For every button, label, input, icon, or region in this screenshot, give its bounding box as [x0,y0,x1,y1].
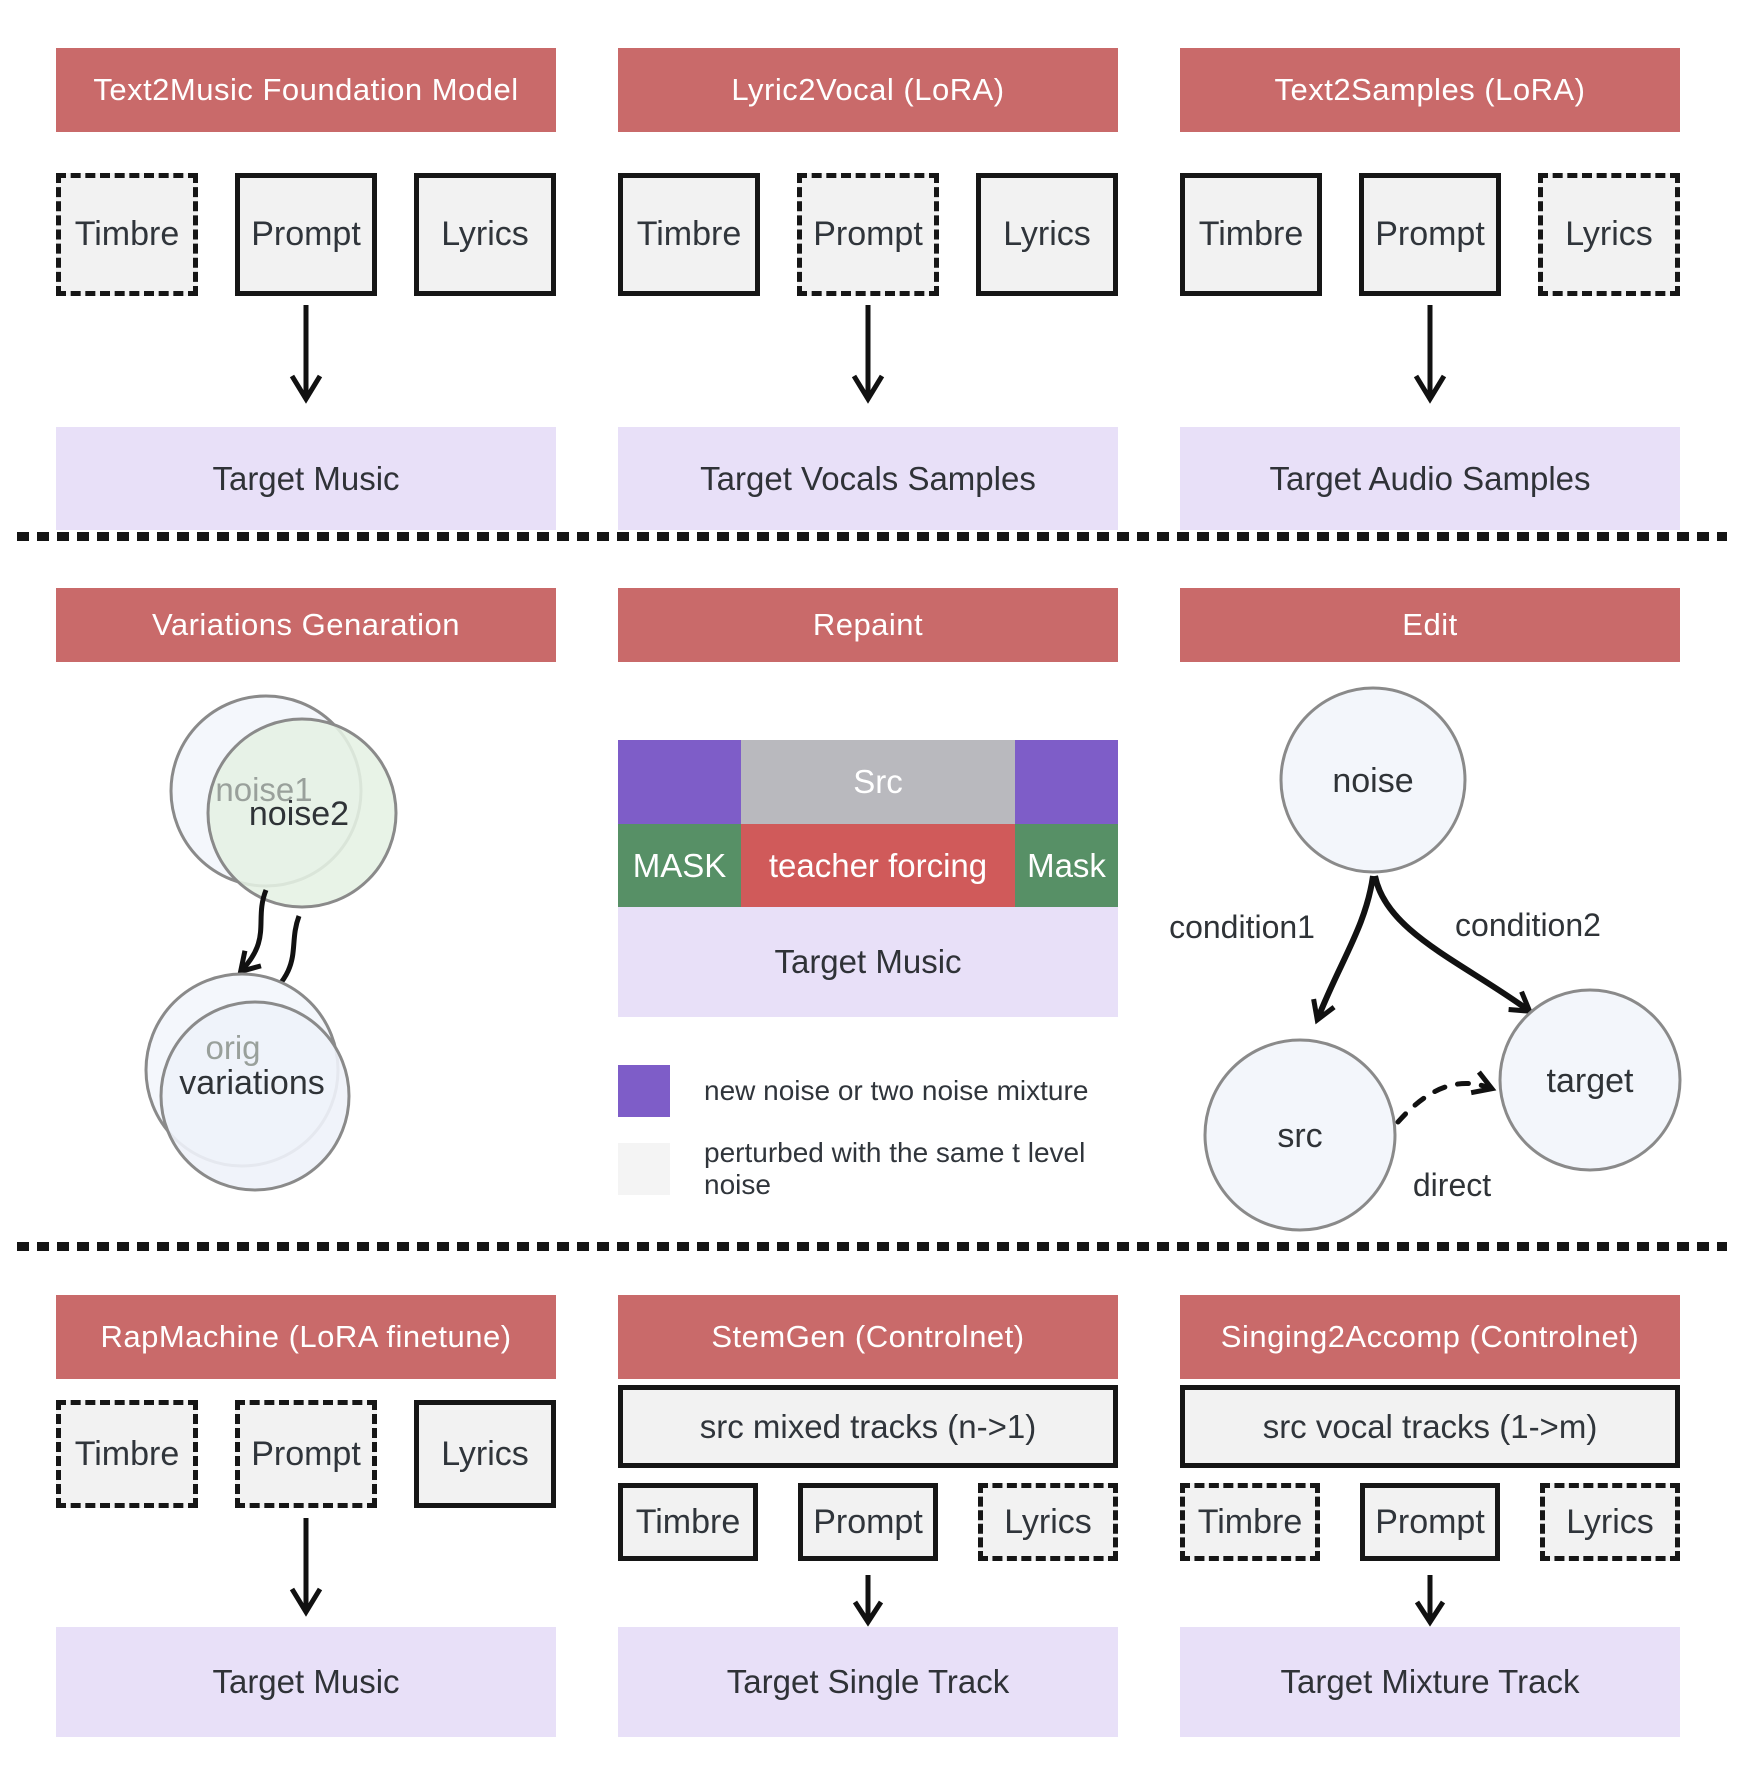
input-boxes: Timbre Prompt Lyrics [1180,173,1680,296]
mask-block-right: Mask [1015,824,1118,907]
src-circle [1203,1038,1397,1232]
target-box-audio-samples: Target Audio Samples [1180,427,1680,530]
panel-variations: Variations Genaration noise1 noise2 orig… [56,588,556,1244]
panel-repaint: Repaint Src MASK teacher forcing Mask Ta… [618,588,1118,1244]
light-swatch-icon [618,1143,670,1195]
repaint-legend: new noise or two noise mixture perturbed… [618,1065,1118,1201]
dashed-separator-top [17,532,1727,541]
input-box-timbre: Timbre [618,173,760,296]
target-label: target [1547,1062,1634,1100]
condition2-arrow-icon [1372,875,1534,1014]
direct-arrow-icon [1395,1070,1497,1125]
input-box-prompt: Prompt [235,173,377,296]
input-box-lyrics: Lyrics [978,1483,1118,1561]
target-box-mixture-track: Target Mixture Track [1180,1627,1680,1737]
input-boxes: Timbre Prompt Lyrics [618,173,1118,296]
target-box-single-track: Target Single Track [618,1627,1118,1737]
noise1-label: noise1 [215,771,312,808]
input-boxes: Timbre Prompt Lyrics [56,1400,556,1508]
teacher-forcing-block: teacher forcing [741,824,1015,907]
input-box-lyrics: Lyrics [1540,1483,1680,1561]
row-applications: RapMachine (LoRA finetune) Timbre Prompt… [56,1295,1680,1737]
src-label: src [1277,1117,1322,1155]
target-circle [1498,988,1682,1172]
noise-block-left [618,740,741,824]
input-box-prompt: Prompt [1359,173,1501,296]
panel-rapmachine: RapMachine (LoRA finetune) Timbre Prompt… [56,1295,556,1737]
input-box-prompt: Prompt [797,173,939,296]
legend-label: new noise or two noise mixture [704,1075,1089,1106]
input-boxes: Timbre Prompt Lyrics [56,173,556,296]
input-box-prompt: Prompt [798,1483,938,1561]
panel-title-lyric2vocal: Lyric2Vocal (LoRA) [618,48,1118,132]
noise2-circle [206,717,398,909]
panel-text2samples: Text2Samples (LoRA) Timbre Prompt Lyrics… [1180,48,1680,530]
panel-title-text2music: Text2Music Foundation Model [56,48,556,132]
panel-singing2accomp: Singing2Accomp (Controlnet) src vocal tr… [1180,1295,1680,1737]
flow-arrow-icon [237,889,269,975]
panel-edit: Edit noise condition1 condition2 src tar… [1169,588,1682,1244]
src-vocal-tracks-box: src vocal tracks (1->m) [1180,1385,1680,1468]
src-block: Src [741,740,1015,824]
target-box-music: Target Music [56,427,556,530]
src-mixed-tracks-box: src mixed tracks (n->1) [618,1385,1118,1468]
down-arrow-icon [1414,1575,1446,1627]
target-box-vocals: Target Vocals Samples [618,427,1118,530]
condition1-arrow-icon [1311,875,1376,1025]
noise2-label: noise2 [249,795,349,833]
down-arrow-icon [852,1575,884,1627]
input-box-timbre: Timbre [618,1483,758,1561]
target-box-music: Target Music [56,1627,556,1737]
panel-text2music: Text2Music Foundation Model Timbre Promp… [56,48,556,530]
target-music-band: Target Music [618,907,1118,1017]
repaint-band: Src MASK teacher forcing Mask [618,740,1118,907]
variations-circle [159,1000,351,1192]
variations-diagram: noise1 noise2 orig variations [144,694,398,1192]
input-box-timbre: Timbre [56,1400,198,1508]
panel-title-stemgen: StemGen (Controlnet) [618,1295,1118,1379]
legend-item: perturbed with the same t level noise [618,1137,1118,1201]
input-box-lyrics: Lyrics [414,1400,556,1508]
input-box-lyrics: Lyrics [1538,173,1680,296]
panel-title-edit: Edit [1180,588,1680,662]
input-boxes: Timbre Prompt Lyrics [618,1483,1118,1561]
legend-label: perturbed with the same t level noise [704,1137,1086,1200]
panel-title-repaint: Repaint [618,588,1118,662]
input-box-lyrics: Lyrics [976,173,1118,296]
variations-label: variations [179,1064,325,1102]
input-box-timbre: Timbre [1180,173,1322,296]
panel-title-text2samples: Text2Samples (LoRA) [1180,48,1680,132]
input-box-timbre: Timbre [1180,1483,1320,1561]
legend-item: new noise or two noise mixture [618,1065,1118,1117]
panel-title-singing2accomp: Singing2Accomp (Controlnet) [1180,1295,1680,1379]
down-arrow-icon [851,305,885,404]
down-arrow-icon [289,1518,323,1617]
noise-circle [1279,686,1467,874]
input-box-lyrics: Lyrics [414,173,556,296]
condition1-label: condition1 [1169,909,1315,945]
input-box-prompt: Prompt [1360,1483,1500,1561]
input-box-timbre: Timbre [56,173,198,296]
row-inference-modes: Variations Genaration noise1 noise2 orig… [56,588,1682,1244]
purple-swatch-icon [618,1065,670,1117]
noise-label: noise [1332,762,1413,800]
panel-lyric2vocal: Lyric2Vocal (LoRA) Timbre Prompt Lyrics … [618,48,1118,530]
down-arrow-icon [1413,305,1447,404]
dashed-separator-bottom [17,1242,1727,1251]
mask-block-left: MASK [618,824,741,907]
input-boxes: Timbre Prompt Lyrics [1180,1483,1680,1561]
edit-diagram: noise condition1 condition2 src target d… [1169,686,1682,1232]
condition2-label: condition2 [1455,907,1601,943]
orig-label: orig [205,1029,260,1066]
direct-label: direct [1413,1167,1491,1203]
panel-title-variations: Variations Genaration [56,588,556,662]
down-arrow-icon [289,305,323,404]
panel-title-rapmachine: RapMachine (LoRA finetune) [56,1295,556,1379]
panel-stemgen: StemGen (Controlnet) src mixed tracks (n… [618,1295,1118,1737]
input-box-prompt: Prompt [235,1400,377,1508]
row-training-modes: Text2Music Foundation Model Timbre Promp… [56,48,1680,530]
noise-block-right [1015,740,1118,824]
